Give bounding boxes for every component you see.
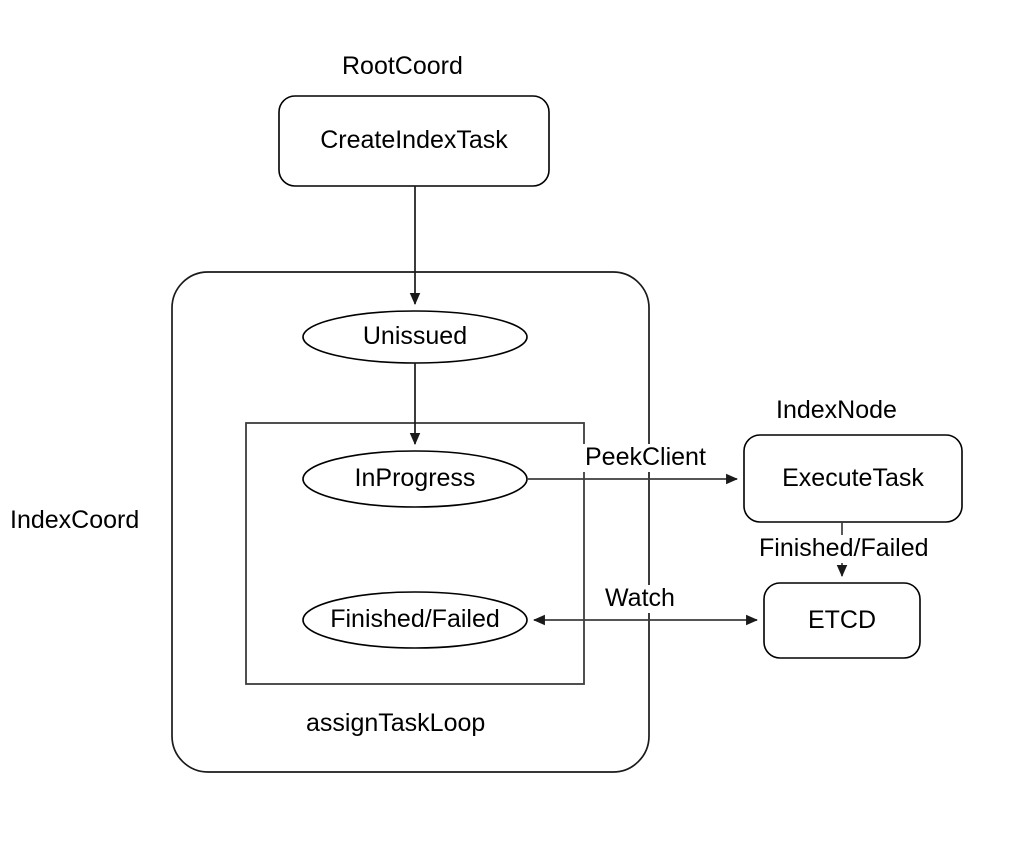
- node-create-index-task-shape[interactable]: [278, 95, 550, 187]
- edge-label-finished-failed: Finished/Failed: [757, 534, 931, 563]
- node-in-progress-shape[interactable]: [302, 450, 528, 508]
- node-finished-failed-shape[interactable]: [302, 591, 528, 649]
- node-unissued-shape[interactable]: [302, 310, 528, 364]
- group-index-coord-label: IndexCoord: [10, 506, 140, 534]
- node-execute-task-shape[interactable]: [743, 434, 963, 523]
- group-index-coord-box: [171, 271, 650, 773]
- node-etcd-shape[interactable]: [763, 582, 921, 659]
- edge-label-peek-client: PeekClient: [583, 443, 708, 472]
- group-assign-task-loop-label: assignTaskLoop: [306, 709, 486, 737]
- group-root-coord-label: RootCoord: [342, 52, 463, 80]
- edge-label-watch: Watch: [603, 584, 677, 613]
- group-index-node-label: IndexNode: [776, 396, 897, 424]
